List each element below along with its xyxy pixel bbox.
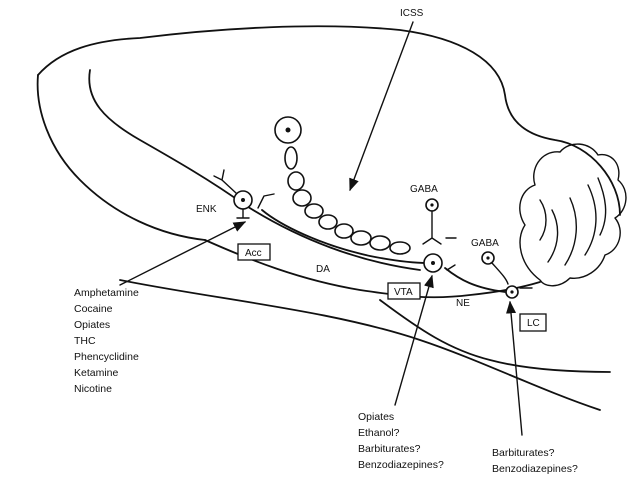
svg-text:Acc: Acc — [245, 248, 262, 259]
icss-arrow — [349, 21, 414, 192]
icss-label: ICSS — [400, 8, 424, 19]
acc-drug-item: Ketamine — [74, 367, 119, 379]
lc-box: LC — [519, 313, 547, 332]
brainstem-lower-edge — [379, 299, 611, 373]
vta-drugs-arrow — [394, 274, 434, 406]
enk-neuron — [213, 169, 275, 219]
acc-box: Acc — [237, 243, 271, 261]
acc-drug-item: THC — [74, 335, 96, 347]
brain-outline — [37, 25, 621, 216]
gaba-lc-neuron — [481, 251, 509, 285]
svg-text:VTA: VTA — [394, 287, 413, 298]
acc-drug-item: Phencyclidine — [74, 351, 139, 363]
acc-drugs-arrow — [119, 221, 247, 286]
vta-drug-item: Benzodiazepines? — [358, 459, 444, 471]
lc-neuron — [505, 285, 533, 299]
vta-box: VTA — [387, 282, 421, 300]
lc-drugs-arrow — [505, 300, 523, 436]
lc-drug-item: Benzodiazepines? — [492, 463, 578, 475]
acc-drug-item: Nicotine — [74, 383, 112, 395]
acc-drug-list: Amphetamine Cocaine Opiates THC Phencycl… — [74, 287, 139, 395]
vta-drug-item: Barbiturates? — [358, 443, 421, 455]
vta-neuron — [423, 253, 443, 273]
icss-pathway — [274, 116, 411, 255]
cerebellum — [519, 143, 627, 287]
enk-label: ENK — [196, 204, 217, 215]
brainstem-base — [119, 279, 601, 411]
brain-inner-contour — [88, 69, 421, 271]
da-projection — [261, 209, 429, 264]
lc-drug-list: Barbiturates? Benzodiazepines? — [492, 447, 578, 475]
brain-frontal-edge — [36, 74, 206, 241]
svg-text:LC: LC — [527, 318, 540, 329]
acc-drug-item: Amphetamine — [74, 287, 139, 299]
ne-projection — [444, 267, 506, 293]
gaba-vta-neuron — [422, 198, 457, 245]
vta-drug-item: Opiates — [358, 411, 394, 423]
ne-label: NE — [456, 298, 470, 309]
lc-drug-item: Barbiturates? — [492, 447, 555, 459]
gaba-lc-label: GABA — [471, 238, 499, 249]
gaba-vta-label: GABA — [410, 184, 438, 195]
vta-drug-item: Ethanol? — [358, 427, 400, 439]
acc-drug-item: Opiates — [74, 319, 110, 331]
da-label: DA — [316, 264, 330, 275]
acc-drug-item: Cocaine — [74, 303, 113, 315]
vta-drug-list: Opiates Ethanol? Barbiturates? Benzodiaz… — [358, 411, 444, 471]
